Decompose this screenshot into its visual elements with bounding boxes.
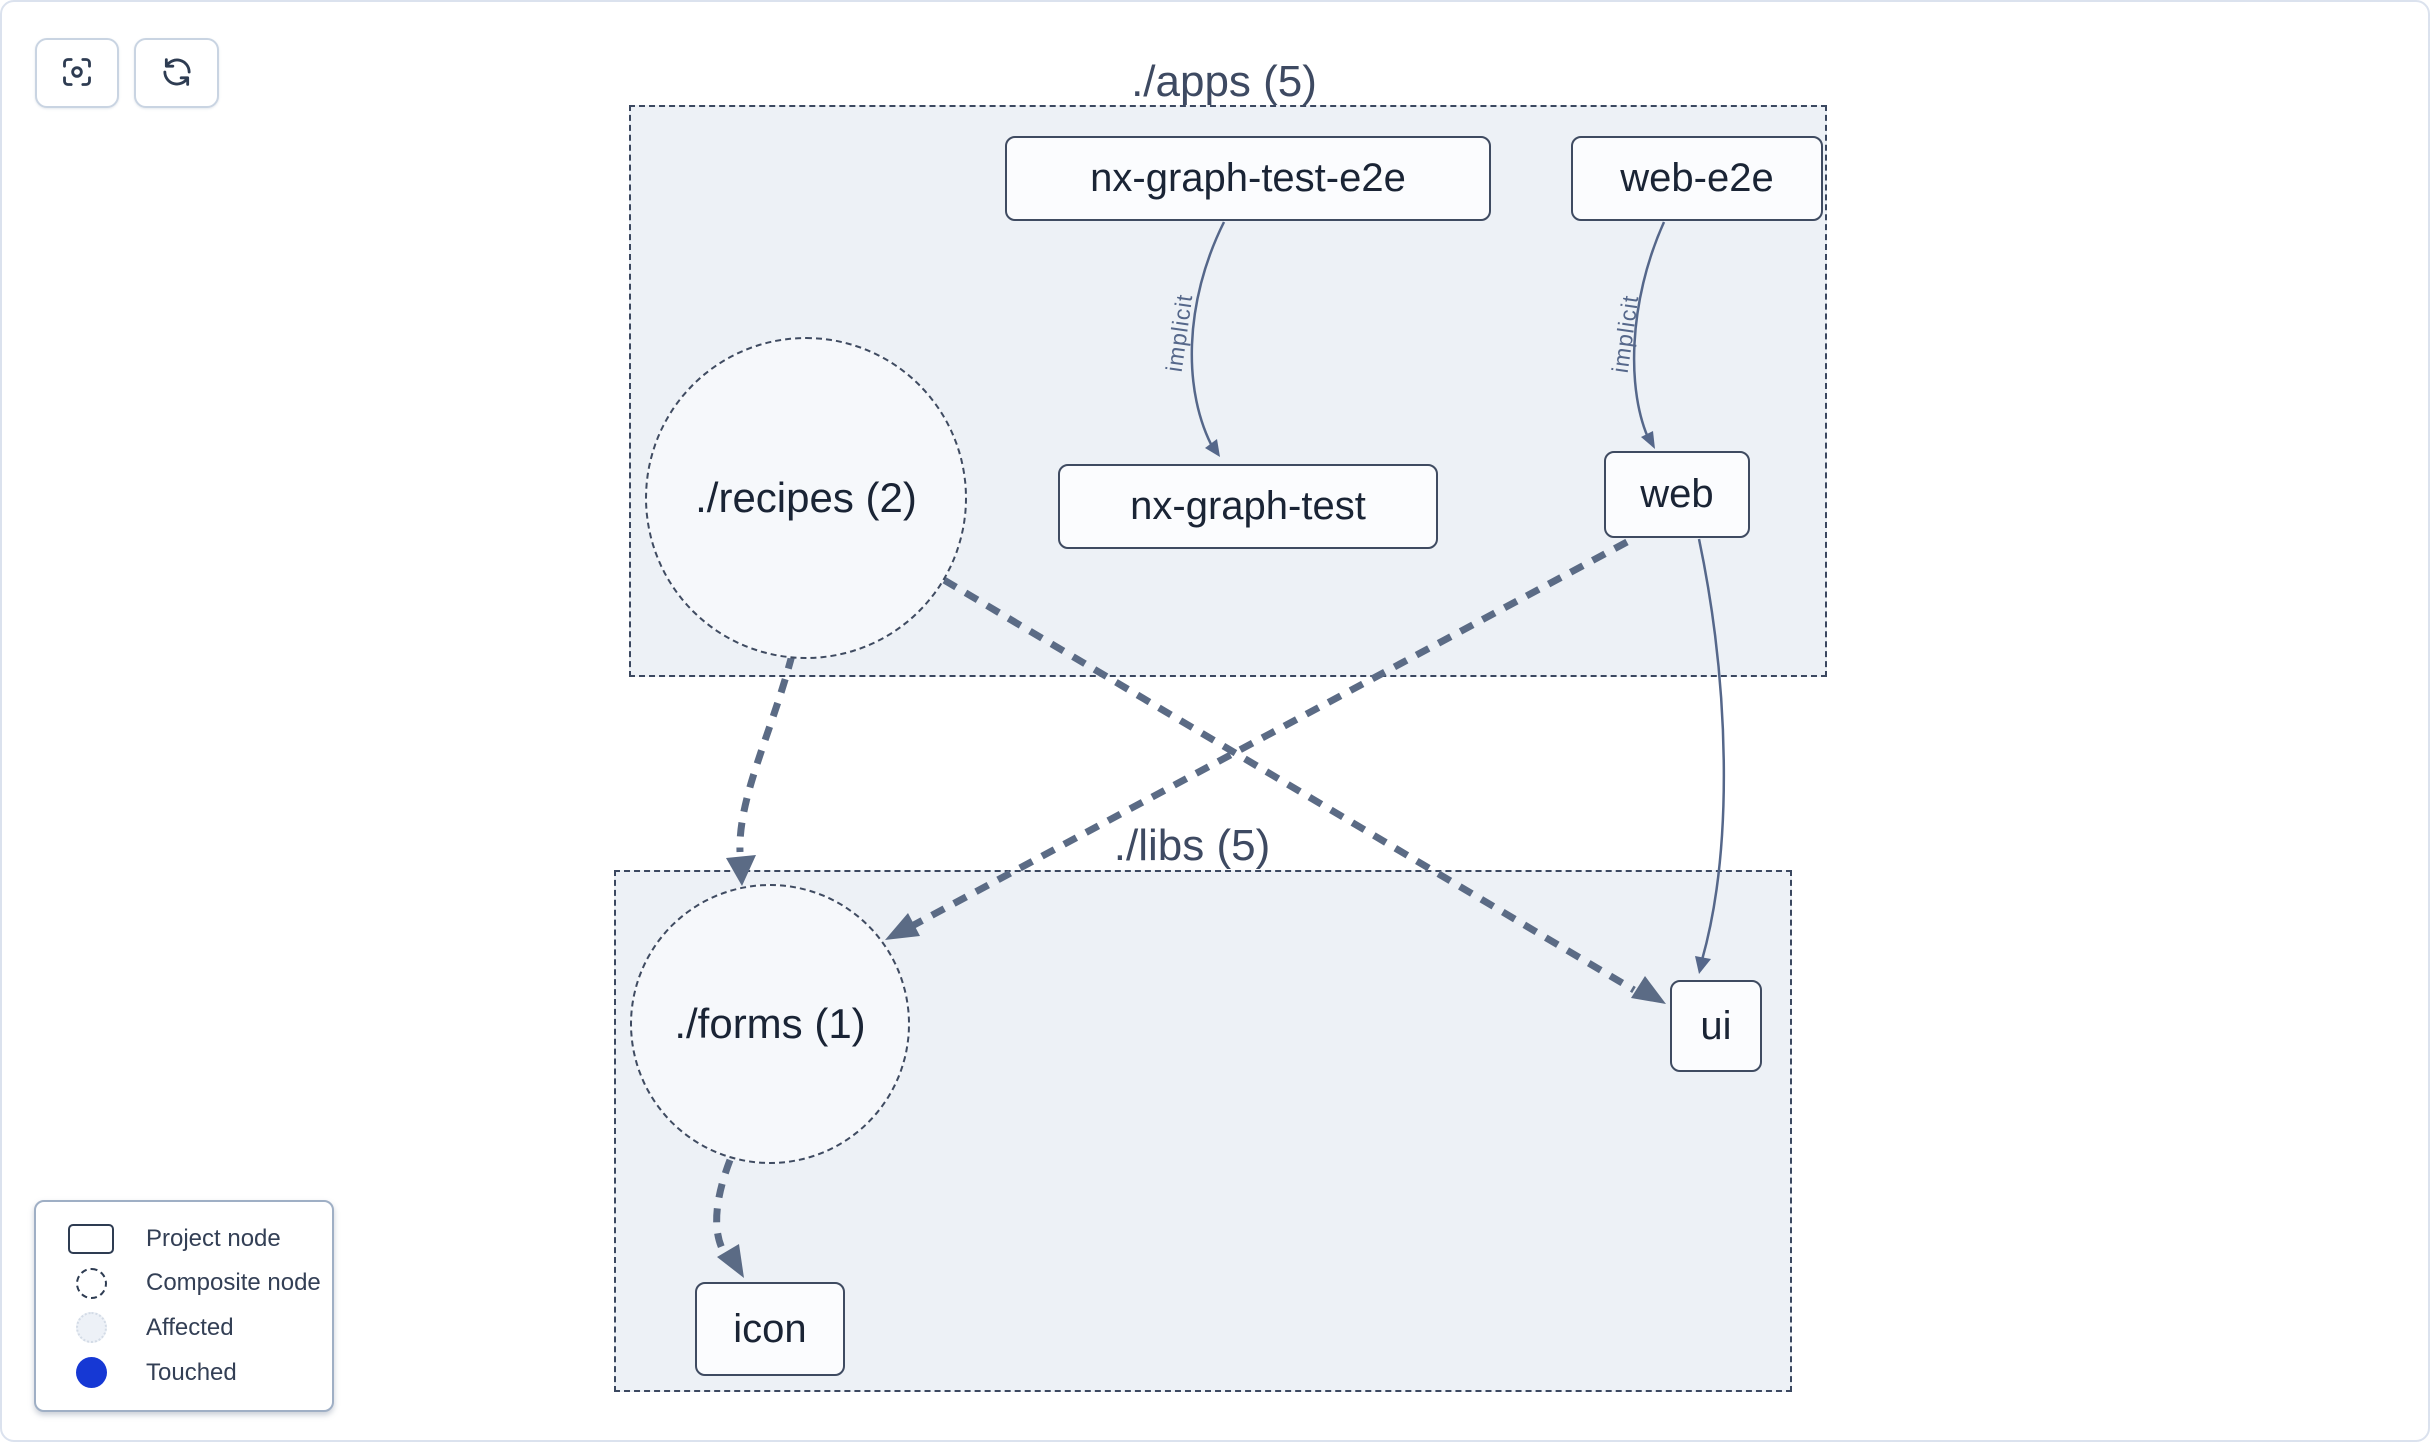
legend-label: Touched xyxy=(146,1358,237,1386)
project-node-nx-graph-test[interactable]: nx-graph-test xyxy=(1058,464,1438,549)
apps-group-label[interactable]: ./apps (5) xyxy=(1131,57,1317,106)
composite-node-label: ./forms (1) xyxy=(674,1000,866,1047)
legend-item-composite-node: Composite node xyxy=(36,1267,332,1299)
project-node-label: web xyxy=(1640,472,1714,516)
composite-node-swatch-icon xyxy=(36,1267,146,1299)
project-node-nx-graph-test-e2e[interactable]: nx-graph-test-e2e xyxy=(1005,136,1491,221)
project-node-label: nx-graph-test-e2e xyxy=(1090,156,1406,200)
legend-item-project-node: Project node xyxy=(36,1223,332,1254)
project-node-swatch-icon xyxy=(36,1223,146,1254)
legend-item-affected: Affected xyxy=(36,1312,332,1344)
legend-label: Project node xyxy=(146,1224,281,1252)
libs-group-label[interactable]: ./libs (5) xyxy=(1113,821,1271,870)
project-node-label: icon xyxy=(733,1306,807,1351)
legend-label: Composite node xyxy=(146,1269,321,1297)
center-graph-button[interactable] xyxy=(35,38,119,108)
refresh-graph-button[interactable] xyxy=(134,38,219,108)
project-node-label: nx-graph-test xyxy=(1130,484,1366,528)
composite-node-label: ./recipes (2) xyxy=(695,474,917,521)
refresh-icon xyxy=(157,52,197,95)
project-node-web[interactable]: web xyxy=(1604,451,1750,538)
project-node-label: web-e2e xyxy=(1620,156,1774,200)
project-node-ui[interactable]: ui xyxy=(1670,980,1762,1072)
touched-swatch-icon xyxy=(36,1357,146,1389)
legend-label: Affected xyxy=(146,1313,234,1341)
legend-item-touched: Touched xyxy=(36,1357,332,1389)
project-node-icon[interactable]: icon xyxy=(695,1282,845,1376)
edge-recipes-to-forms[interactable] xyxy=(736,654,796,853)
affected-swatch-icon xyxy=(36,1312,146,1344)
focus-icon xyxy=(57,52,97,95)
project-node-label: ui xyxy=(1700,1003,1732,1048)
project-node-web-e2e[interactable]: web-e2e xyxy=(1571,136,1823,221)
composite-node-forms[interactable]: ./forms (1) xyxy=(630,884,910,1164)
composite-node-recipes[interactable]: ./recipes (2) xyxy=(645,337,967,659)
legend-panel: Project node Composite node Affected Tou… xyxy=(34,1200,334,1412)
